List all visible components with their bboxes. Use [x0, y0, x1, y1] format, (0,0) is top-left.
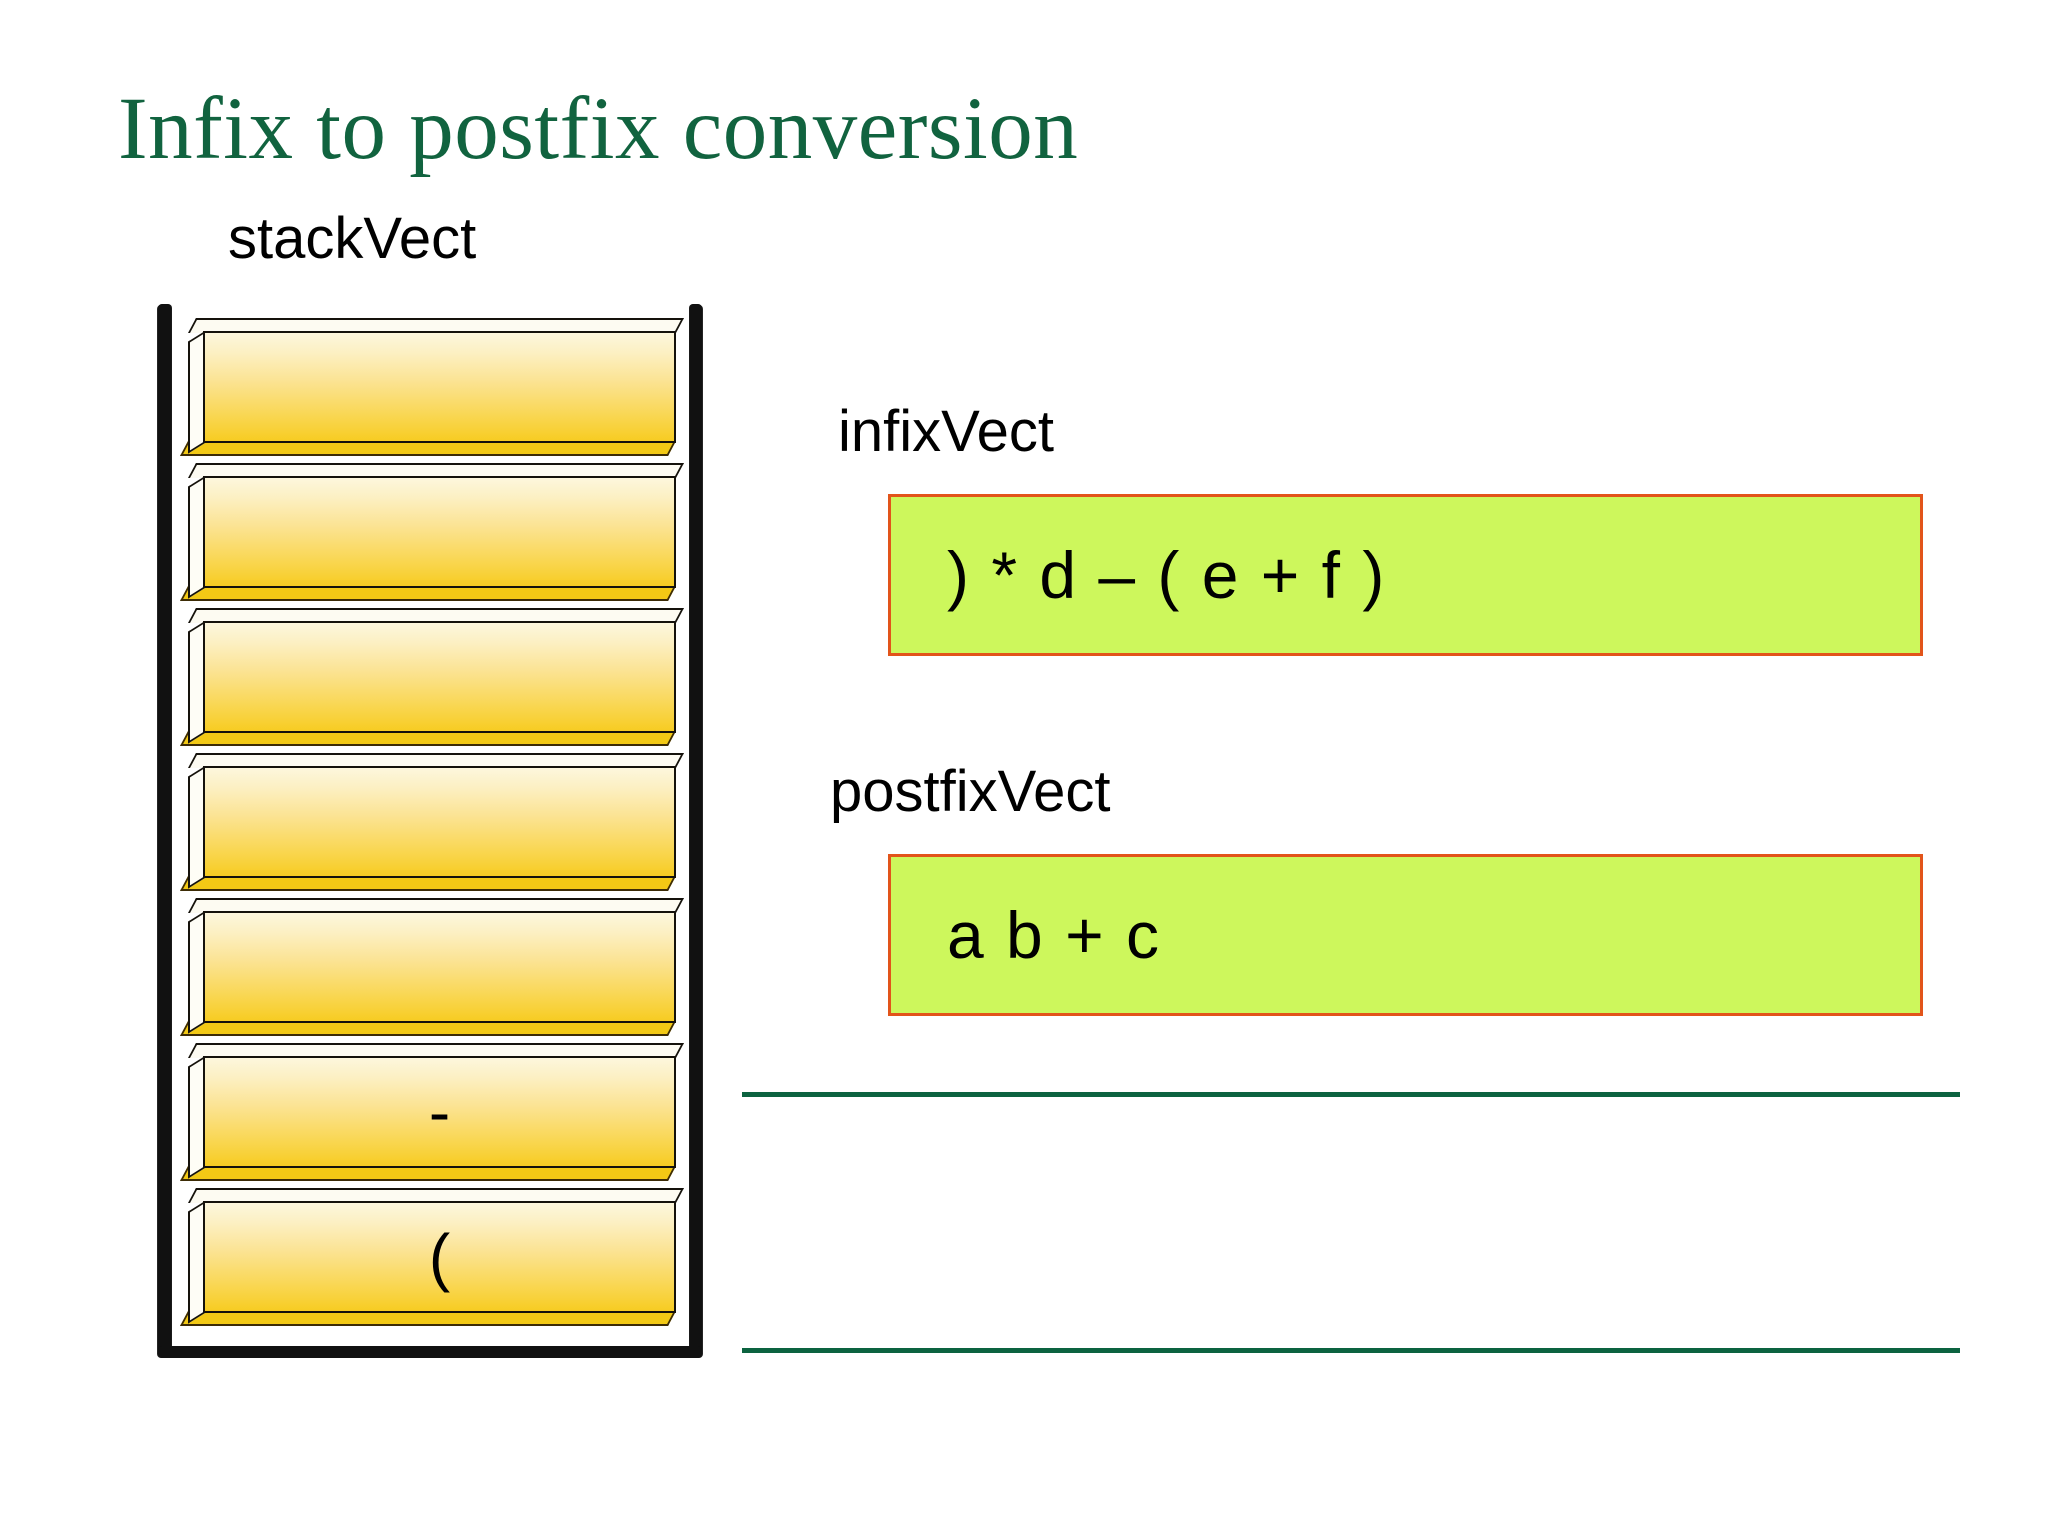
divider-rule-bottom — [742, 1348, 1960, 1353]
stack-cell-bottom-face — [180, 586, 676, 601]
postfix-vector-label: postfixVect — [830, 759, 1111, 824]
stack-cell[interactable] — [180, 608, 684, 746]
stack-cell-value — [203, 476, 676, 588]
stack-cell[interactable] — [180, 898, 684, 1036]
stack-cell[interactable]: ( — [180, 1188, 684, 1326]
stack-cell-front-face — [203, 1056, 676, 1168]
stack-cell-bottom-face — [180, 1311, 676, 1326]
infix-vector-box[interactable]: ) * d – ( e + f ) — [888, 494, 1923, 656]
stack-cell-value — [203, 331, 676, 443]
stack-border-right — [690, 304, 702, 1357]
stack-cell-front-face — [203, 331, 676, 443]
stack-cell[interactable]: - — [180, 1043, 684, 1181]
stack-cell[interactable] — [180, 463, 684, 601]
stack-cell-bottom-face — [180, 876, 676, 891]
stack-cell-value — [203, 766, 676, 878]
stack-cell-front-face — [203, 1201, 676, 1313]
infix-vector-label: infixVect — [838, 399, 1054, 464]
divider-rule-top — [742, 1092, 1960, 1097]
stack-cell-bottom-face — [180, 1166, 676, 1181]
postfix-vector-box[interactable]: a b + c — [888, 854, 1923, 1016]
stack-cell-value: - — [428, 1076, 451, 1148]
stack-cell-bottom-face — [180, 1021, 676, 1036]
stack-cell-bottom-face — [180, 441, 676, 456]
stack-cell-front-face — [203, 766, 676, 878]
stack-vector-label: stackVect — [228, 206, 477, 271]
stack-cell[interactable] — [180, 318, 684, 456]
stack-cell-front-face — [203, 911, 676, 1023]
stack-border-left — [158, 304, 171, 1357]
page-title: Infix to postfix conversion — [118, 80, 1079, 178]
stack-border-bottom — [158, 1346, 702, 1358]
stack-container: - ( — [150, 300, 715, 1365]
stack-cell-value: ( — [428, 1221, 451, 1293]
stack-cell[interactable] — [180, 753, 684, 891]
stack-cell-bottom-face — [180, 731, 676, 746]
stack-cell-front-face — [203, 476, 676, 588]
stack-cell-list: - ( — [180, 318, 684, 1338]
stack-cell-value — [203, 621, 676, 733]
stack-cell-value — [203, 911, 676, 1023]
stack-cell-front-face — [203, 621, 676, 733]
